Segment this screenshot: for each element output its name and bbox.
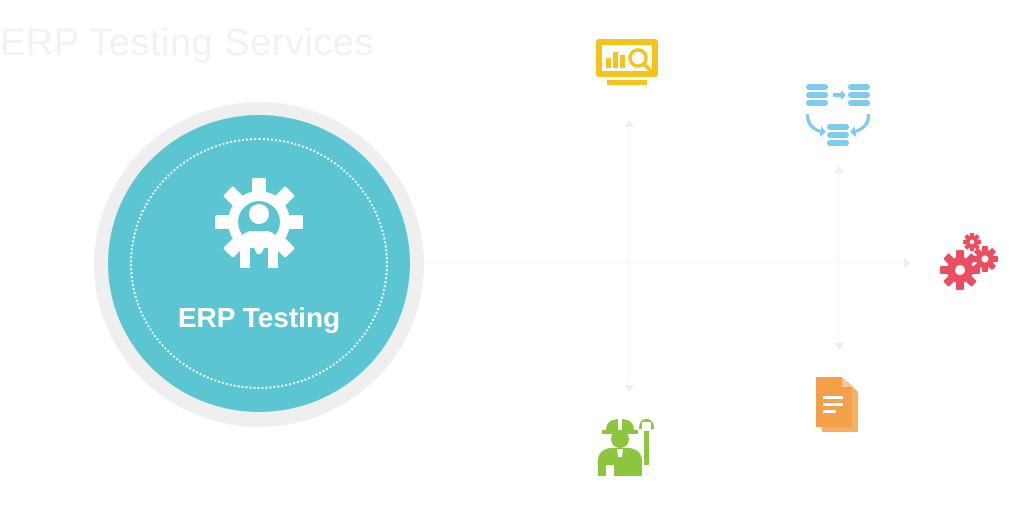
arrow-up-icon — [834, 166, 844, 173]
arrow-right-icon — [904, 258, 911, 268]
hub-label: ERP Testing — [177, 302, 341, 333]
arrow-up-icon — [624, 120, 634, 127]
database-sync-icon — [805, 84, 871, 146]
arrow-down-icon — [834, 343, 844, 350]
gear-person-icon — [215, 178, 303, 268]
monitor-analytics-icon — [596, 39, 658, 85]
document-icon — [816, 377, 858, 432]
gears-icon — [940, 233, 998, 290]
hub-dotted-ring — [130, 138, 388, 389]
arrow-down-icon — [624, 385, 634, 392]
connector-line — [628, 128, 629, 383]
connector-line — [838, 172, 839, 342]
engineer-wrench-icon — [598, 419, 654, 476]
page-title: ERP Testing Services — [0, 22, 374, 64]
connector-line — [410, 262, 910, 263]
